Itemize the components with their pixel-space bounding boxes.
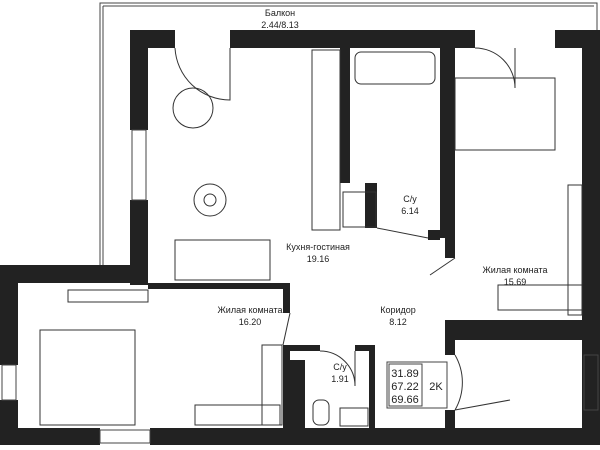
bedroom1-name: Жилая комната — [217, 305, 282, 315]
living-area: 31.89 — [391, 368, 419, 380]
furniture — [39, 49, 583, 427]
balcony-name: Балкон — [265, 8, 295, 18]
apartment-type: 2K — [429, 381, 443, 393]
bath2-name: С/у — [333, 362, 347, 372]
bedroom2-name: Жилая комната — [482, 265, 547, 275]
walls — [0, 30, 600, 445]
bath1-name: С/у — [403, 194, 417, 204]
area-summary: 31.89 67.22 69.66 2K — [386, 361, 448, 409]
doors — [174, 47, 516, 411]
corridor-name: Коридор — [380, 305, 416, 315]
bath2-area: 1.91 — [331, 374, 349, 384]
balcony-area: 2.44/8.13 — [261, 20, 299, 30]
total-with-balcony: 69.66 — [391, 394, 419, 406]
bath1-area: 6.14 — [401, 206, 419, 216]
bedroom1-area: 16.20 — [239, 317, 262, 327]
corridor-area: 8.12 — [389, 317, 407, 327]
total-area: 67.22 — [391, 381, 419, 393]
kitchen-name: Кухня-гостиная — [286, 242, 350, 252]
bedroom2-area: 15.69 — [504, 277, 527, 287]
kitchen-area: 19.16 — [307, 254, 330, 264]
balcony-outline — [99, 2, 598, 265]
windows — [1, 129, 599, 444]
